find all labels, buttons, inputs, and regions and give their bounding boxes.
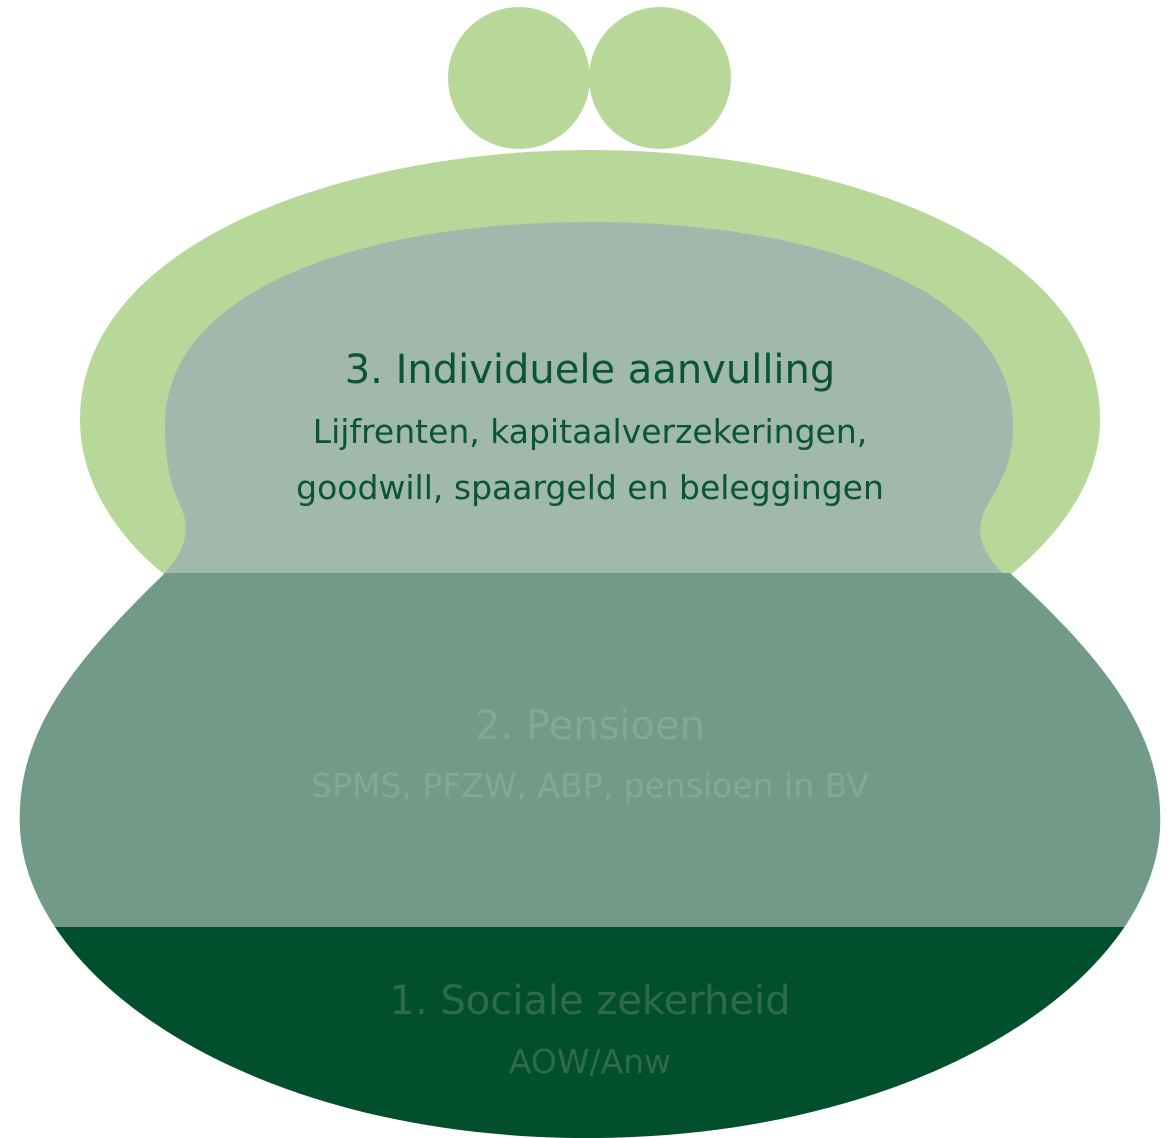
clasp-knob-left xyxy=(448,7,590,149)
tier-1-area xyxy=(19,927,1161,1138)
tier-1-line-1: AOW/Anw xyxy=(509,1042,671,1081)
tier-3-line-2: goodwill, spaargeld en beleggingen xyxy=(296,468,884,507)
clasp-knob-right xyxy=(589,7,731,149)
tier-2-title: 2. Pensioen xyxy=(475,703,705,749)
tier-3-title: 3. Individuele aanvulling xyxy=(345,347,836,393)
tier-2-area xyxy=(19,573,1161,929)
tier-1-title: 1. Sociale zekerheid xyxy=(390,978,791,1024)
tier-2-line-1: SPMS, PFZW, ABP, pensioen in BV xyxy=(311,766,869,805)
tier-3-line-1: Lijfrenten, kapitaalverzekeringen, xyxy=(313,412,868,451)
tier-3-area xyxy=(163,222,1013,575)
